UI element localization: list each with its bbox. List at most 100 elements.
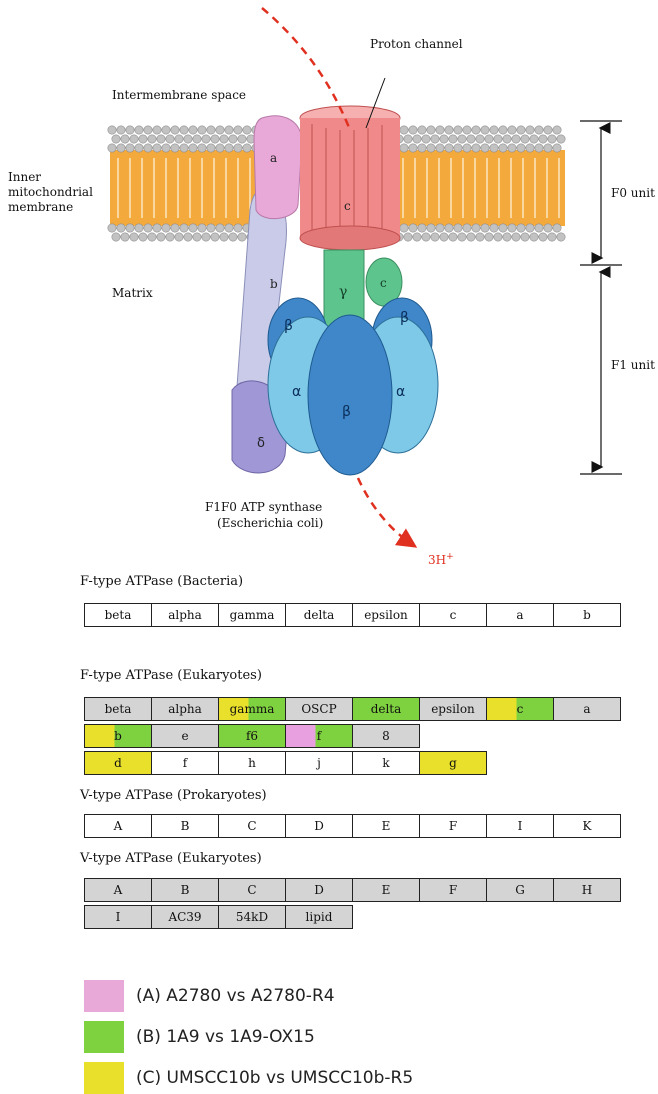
lipid-head <box>243 144 251 152</box>
lipid-head <box>422 135 430 143</box>
lipid-head <box>207 126 215 134</box>
lipid-head <box>458 135 466 143</box>
lipid-head <box>112 135 120 143</box>
lipid-head <box>198 126 206 134</box>
table-title-v-prokaryotes: V-type ATPase (Prokaryotes) <box>80 788 267 803</box>
lipid-head <box>539 135 547 143</box>
lipid-head <box>553 224 561 232</box>
lipid-head <box>535 144 543 152</box>
subunit-cell: b <box>553 603 621 627</box>
lipid-head <box>445 126 453 134</box>
lipid-head <box>404 233 412 241</box>
subunit-cell: g <box>419 751 487 775</box>
lipid-head <box>463 224 471 232</box>
lipid-head <box>171 144 179 152</box>
lipid-head <box>189 224 197 232</box>
lipid-head <box>485 135 493 143</box>
subunit-cell: H <box>553 878 621 902</box>
subunit-cell: delta <box>352 697 420 721</box>
subunit-cell: j <box>285 751 353 775</box>
subunit-cell: F <box>419 814 487 838</box>
lipid-head <box>180 144 188 152</box>
synthase-title: F1F0 ATP synthase <box>205 500 322 515</box>
lipid-head <box>548 135 556 143</box>
legend-label: (B) 1A9 vs 1A9-OX15 <box>136 1027 315 1047</box>
lipid-head <box>526 126 534 134</box>
lipid-head <box>463 144 471 152</box>
subunit-letter-alpha-left: α <box>292 384 301 400</box>
lipid-head <box>220 233 228 241</box>
lipid-head <box>472 224 480 232</box>
lipid-head <box>535 126 543 134</box>
lipid-head <box>467 233 475 241</box>
lipid-head <box>517 144 525 152</box>
lipid-head <box>144 224 152 232</box>
lipid-head <box>193 135 201 143</box>
lipid-head <box>413 135 421 143</box>
lipid-head <box>400 126 408 134</box>
lipid-head <box>427 144 435 152</box>
subunit-cell: lipid <box>285 905 353 929</box>
lipid-head <box>207 224 215 232</box>
lipid-head <box>454 144 462 152</box>
lipid-head <box>440 233 448 241</box>
legend-swatch <box>84 1062 124 1094</box>
lipid-head <box>229 233 237 241</box>
lipid-head <box>162 224 170 232</box>
lipid-head <box>234 144 242 152</box>
lipid-head <box>454 224 462 232</box>
lipid-head <box>234 126 242 134</box>
lipid-head <box>409 224 417 232</box>
subunit-letter-c: c <box>344 199 351 213</box>
lipid-head <box>162 126 170 134</box>
table-title-v-eukaryotes: V-type ATPase (Eukaryotes) <box>80 851 262 866</box>
lipid-head <box>476 233 484 241</box>
subunit-cell: epsilon <box>419 697 487 721</box>
lipid-head <box>481 126 489 134</box>
subunit-cell: D <box>285 878 353 902</box>
lipid-head <box>166 233 174 241</box>
lipid-head <box>449 135 457 143</box>
lipid-head <box>409 144 417 152</box>
legend-label: (C) UMSCC10b vs UMSCC10b-R5 <box>136 1068 413 1088</box>
subunit-cell: B <box>151 878 219 902</box>
subunit-cell: f <box>151 751 219 775</box>
lipid-head <box>189 144 197 152</box>
subunit-cell: beta <box>84 697 152 721</box>
lipid-head <box>225 126 233 134</box>
lipid-head <box>481 224 489 232</box>
subunit-cell: f <box>285 724 353 748</box>
lipid-head <box>512 233 520 241</box>
lipid-head <box>166 135 174 143</box>
subunit-cell: a <box>486 603 554 627</box>
lipid-head <box>153 126 161 134</box>
lipid-head <box>535 224 543 232</box>
lipid-head <box>458 233 466 241</box>
proton-channel-label: Proton channel <box>370 37 463 52</box>
lipid-head <box>553 144 561 152</box>
lipid-head <box>467 135 475 143</box>
lipid-head <box>112 233 120 241</box>
subunit-cell: a <box>553 697 621 721</box>
subunit-cell: G <box>486 878 554 902</box>
subunit-cell: E <box>352 878 420 902</box>
lipid-head <box>409 126 417 134</box>
lipid-head <box>144 144 152 152</box>
lipid-head <box>544 224 552 232</box>
subunit-cell: 8 <box>352 724 420 748</box>
legend-swatch <box>84 1021 124 1053</box>
lipid-head <box>517 126 525 134</box>
lipid-head <box>126 126 134 134</box>
f0-unit-label: F0 unit <box>611 186 655 201</box>
unit-scale <box>580 121 622 474</box>
lipid-head <box>521 135 529 143</box>
lipid-head <box>530 135 538 143</box>
subunit-cell: f6 <box>218 724 286 748</box>
lipid-head <box>427 126 435 134</box>
lipid-head <box>220 135 228 143</box>
atp-synthase-diagram: a c b γ c β β α α β δ <box>0 0 658 560</box>
lipid-head <box>553 126 561 134</box>
lipid-head <box>544 126 552 134</box>
lipid-head <box>418 224 426 232</box>
legend-label: (A) A2780 vs A2780-R4 <box>136 986 335 1006</box>
